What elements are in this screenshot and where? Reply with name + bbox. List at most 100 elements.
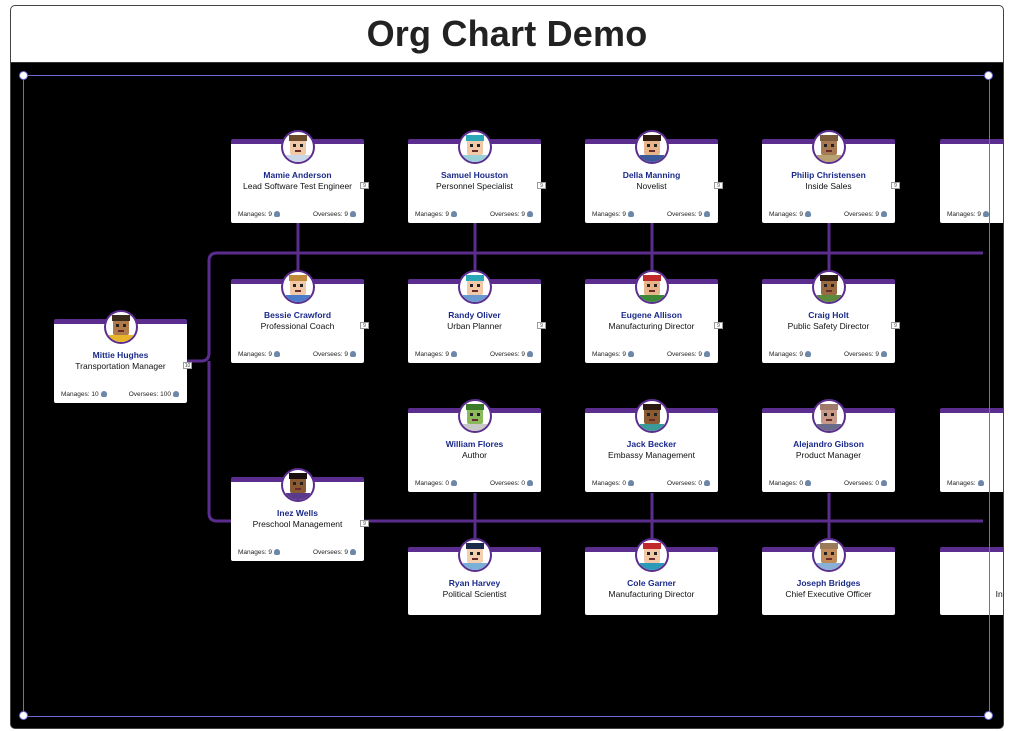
- expand-toggle-button[interactable]: 9: [537, 322, 546, 329]
- avatar-icon: [634, 270, 669, 304]
- avatar-icon: [280, 468, 315, 502]
- resize-handle-top-right[interactable]: [984, 71, 993, 80]
- expand-toggle-button[interactable]: 9: [360, 182, 369, 189]
- expand-toggle-button[interactable]: 10: [183, 362, 192, 369]
- card-title: Novelist: [636, 181, 667, 191]
- expand-toggle-button[interactable]: 9: [360, 520, 369, 527]
- page-header: Org Chart Demo: [11, 6, 1003, 63]
- manages-count: Manages: 9: [238, 211, 280, 218]
- resize-handle-bottom-right[interactable]: [984, 711, 993, 720]
- card-title: Preschool Management: [252, 519, 343, 529]
- manages-count: Manages: 9: [592, 351, 634, 358]
- card-title: Embassy Management: [608, 450, 695, 460]
- manages-count: Manages: 9: [592, 211, 634, 218]
- person-icon: [977, 480, 984, 486]
- page-title: Org Chart Demo: [366, 13, 648, 54]
- card-name: Joseph Bridges: [796, 578, 861, 588]
- oversees-count: Oversees: 0: [844, 480, 887, 487]
- manages-count: Manages: 9: [238, 549, 280, 556]
- person-icon: [350, 549, 356, 555]
- resize-handle-top-left[interactable]: [19, 71, 28, 80]
- oversees-count: Oversees: 9: [313, 211, 356, 218]
- card-title: Transportation Manager: [75, 361, 166, 371]
- card-title: Product Manager: [795, 450, 862, 460]
- avatar-icon: [634, 130, 669, 164]
- avatar-icon: [280, 270, 315, 304]
- person-icon: [350, 351, 356, 357]
- manages-count: Manages: 9: [769, 351, 811, 358]
- card-name: Jack Becker: [626, 439, 677, 449]
- oversees-count: Oversees: 9: [490, 211, 533, 218]
- card-title: Public Safety Director: [787, 321, 870, 331]
- person-icon: [881, 351, 887, 357]
- avatar-icon: [811, 538, 846, 572]
- card-name: Inez Wells: [277, 508, 318, 518]
- card-name: Ryan Harvey: [448, 578, 501, 588]
- oversees-count: Oversees: 9: [667, 211, 710, 218]
- card-title: Personnel Specialist: [435, 181, 513, 191]
- avatar-icon: [811, 270, 846, 304]
- card-title: Manufacturing Director: [608, 589, 695, 599]
- card-name: Randy Oliver: [448, 310, 501, 320]
- org-card-edge1[interactable]: BManages: 9: [940, 139, 1003, 223]
- card-title: Manufacturing Director: [608, 321, 695, 331]
- resize-handle-bottom-left[interactable]: [19, 711, 28, 720]
- avatar-icon: [811, 399, 846, 433]
- avatar-icon: [634, 538, 669, 572]
- expand-toggle-button[interactable]: 9: [537, 182, 546, 189]
- expand-toggle-button[interactable]: 9: [714, 182, 723, 189]
- expand-toggle-button[interactable]: 9: [360, 322, 369, 329]
- person-icon: [450, 351, 457, 357]
- manages-count: Manages: 9: [769, 211, 811, 218]
- avatar-icon: [457, 538, 492, 572]
- person-icon: [273, 549, 280, 555]
- person-icon: [350, 211, 356, 217]
- oversees-count: Oversees: 9: [313, 351, 356, 358]
- avatar-icon: [280, 130, 315, 164]
- expand-toggle-button[interactable]: 9: [891, 182, 900, 189]
- org-card-edge2[interactable]: Manages:: [940, 408, 1003, 492]
- card-title: Political Scientist: [442, 589, 507, 599]
- card-name: Eugene Allison: [620, 310, 683, 320]
- expand-toggle-button[interactable]: 9: [891, 322, 900, 329]
- card-title: Intern: [995, 589, 1003, 599]
- card-name: Alejandro Gibson: [793, 439, 864, 449]
- avatar-icon: [634, 399, 669, 433]
- person-icon: [804, 480, 811, 486]
- card-title: Lead Software Test Engineer: [243, 181, 352, 191]
- card-title: Chief Executive Officer: [785, 589, 872, 599]
- avatar-icon: [103, 310, 138, 344]
- card-title: Inside Sales: [805, 181, 852, 191]
- manages-count: Manages: 9: [947, 211, 989, 218]
- card-title: Urban Planner: [447, 321, 502, 331]
- avatar-icon: [811, 130, 846, 164]
- selection-box: [23, 75, 990, 717]
- org-card-edge3[interactable]: Intern: [940, 547, 1003, 615]
- card-name: William Flores: [445, 439, 504, 449]
- manages-count: Manages: 0: [415, 480, 457, 487]
- card-name: Philip Christensen: [791, 170, 866, 180]
- card-title: Author: [461, 450, 488, 460]
- oversees-count: Oversees: 0: [490, 480, 533, 487]
- expand-toggle-button[interactable]: 9: [714, 322, 723, 329]
- person-icon: [982, 211, 989, 217]
- person-icon: [527, 480, 533, 486]
